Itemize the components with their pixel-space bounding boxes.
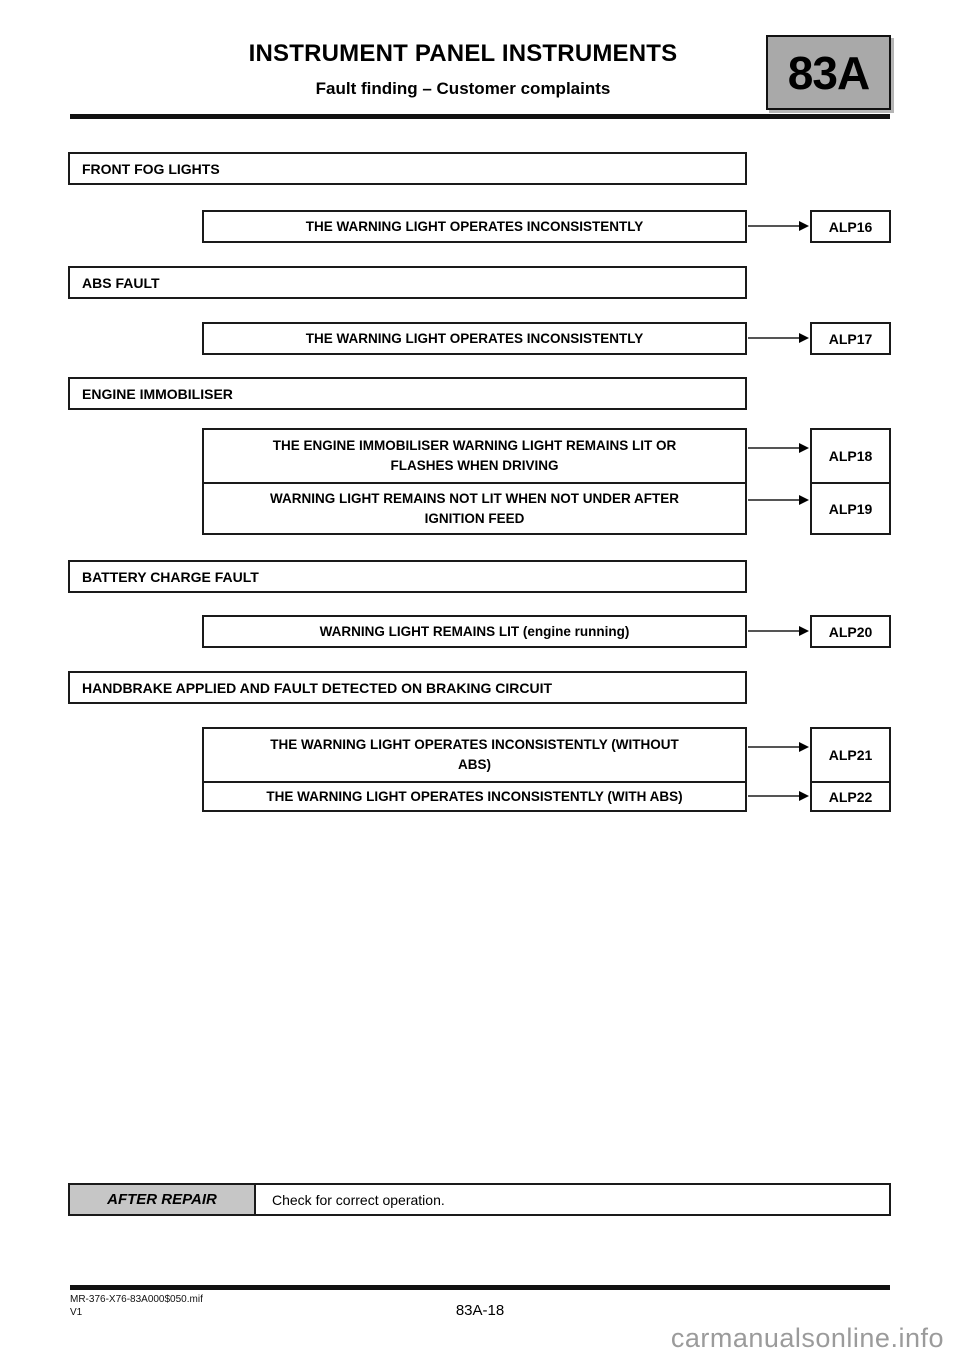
alp-ref-box: ALP20 <box>810 615 891 648</box>
arrow-connector <box>748 333 809 343</box>
section-header-abs-fault: ABS FAULT <box>68 266 747 299</box>
arrowhead-icon <box>799 742 809 752</box>
symptom-box: WARNING LIGHT REMAINS LIT (engine runnin… <box>202 615 747 648</box>
page-header: INSTRUMENT PANEL INSTRUMENTS Fault findi… <box>68 40 858 99</box>
alp-ref-box: ALP21 <box>810 727 891 783</box>
arrow-line <box>748 499 802 501</box>
symptom-box: WARNING LIGHT REMAINS NOT LIT WHEN NOT U… <box>202 482 747 535</box>
section-code-badge: 83A <box>766 35 891 110</box>
arrowhead-icon <box>799 626 809 636</box>
arrow-line <box>748 746 802 748</box>
doc-version: V1 <box>70 1307 83 1318</box>
arrowhead-icon <box>799 443 809 453</box>
watermark: carmanualsonline.info <box>670 1323 944 1353</box>
arrow-line <box>748 447 802 449</box>
arrow-connector <box>748 221 809 231</box>
alp-ref-box: ALP17 <box>810 322 891 355</box>
alp-ref-box: ALP22 <box>810 781 891 812</box>
symptom-box: THE WARNING LIGHT OPERATES INCONSISTENTL… <box>202 322 747 355</box>
arrow-line <box>748 337 802 339</box>
symptom-box: THE WARNING LIGHT OPERATES INCONSISTENTL… <box>202 727 747 783</box>
section-header-engine-immobiliser: ENGINE IMMOBILISER <box>68 377 747 410</box>
arrowhead-icon <box>799 495 809 505</box>
symptom-box: THE ENGINE IMMOBILISER WARNING LIGHT REM… <box>202 428 747 484</box>
after-repair-text-cell: Check for correct operation. <box>272 1191 445 1208</box>
alp-ref-box: ALP19 <box>810 482 891 535</box>
page-number: 83A-18 <box>455 1302 505 1319</box>
section-header-front-fog-lights: FRONT FOG LIGHTS <box>68 152 747 185</box>
symptom-box: THE WARNING LIGHT OPERATES INCONSISTENTL… <box>202 210 747 243</box>
section-header-battery-charge-fault: BATTERY CHARGE FAULT <box>68 560 747 593</box>
after-repair-label-cell: AFTER REPAIR <box>70 1185 256 1214</box>
arrow-connector <box>748 443 809 453</box>
header-rule <box>70 114 890 119</box>
arrow-connector <box>748 742 809 752</box>
arrow-connector <box>748 791 809 801</box>
arrowhead-icon <box>799 791 809 801</box>
arrowhead-icon <box>799 221 809 231</box>
footer-rule <box>70 1285 890 1290</box>
arrow-line <box>748 795 802 797</box>
alp-ref-box: ALP16 <box>810 210 891 243</box>
doc-ref: MR-376-X76-83A000$050.mif <box>70 1294 203 1305</box>
arrow-connector <box>748 495 809 505</box>
page-subtitle: Fault finding – Customer complaints <box>315 79 611 98</box>
after-repair-table: AFTER REPAIR Check for correct operation… <box>68 1183 891 1216</box>
symptom-box: THE WARNING LIGHT OPERATES INCONSISTENTL… <box>202 781 747 812</box>
section-header-handbrake: HANDBRAKE APPLIED AND FAULT DETECTED ON … <box>68 671 747 704</box>
arrowhead-icon <box>799 333 809 343</box>
arrow-line <box>748 225 802 227</box>
alp-ref-box: ALP18 <box>810 428 891 484</box>
page-title: INSTRUMENT PANEL INSTRUMENTS <box>248 40 678 67</box>
arrow-connector <box>748 626 809 636</box>
arrow-line <box>748 630 802 632</box>
